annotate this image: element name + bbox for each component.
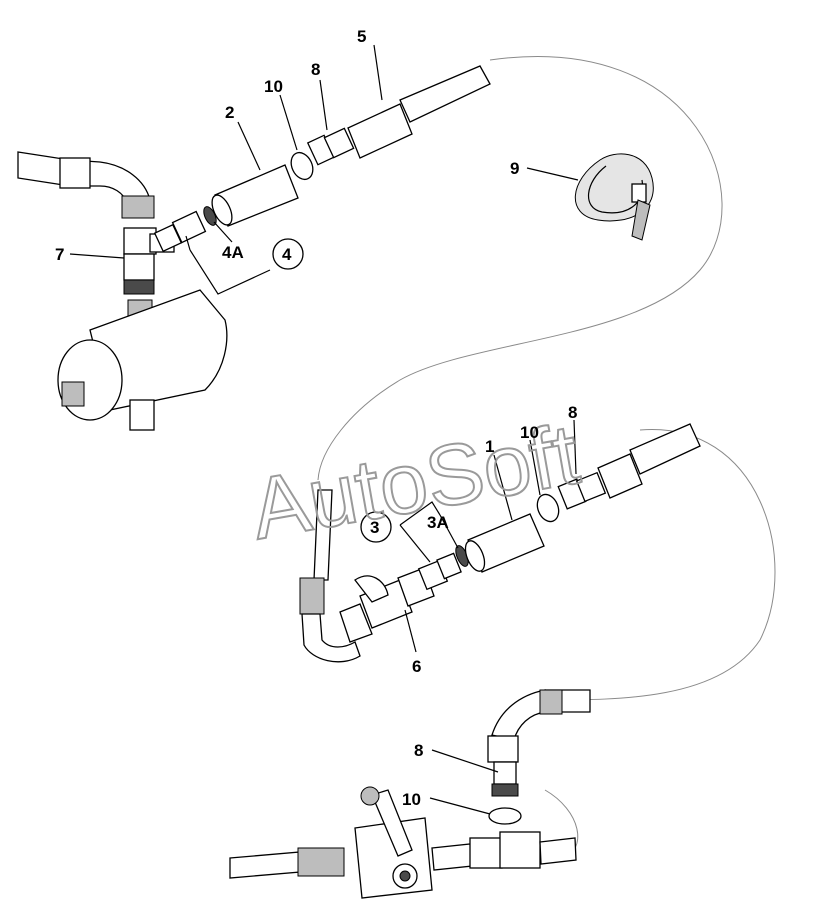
- routing-line-lower: [544, 429, 776, 701]
- callout-8-bottom: 8: [414, 741, 423, 760]
- top-left-hose: [17, 151, 155, 219]
- callout-10-mid: 10: [520, 423, 539, 442]
- callout-6: 6: [412, 657, 421, 676]
- coupler-1: [464, 513, 545, 573]
- washer-10-bottom: [488, 807, 522, 825]
- middle-right-hose: [597, 423, 701, 499]
- middle-hose: [299, 489, 361, 663]
- hose-end-5: [347, 65, 491, 159]
- callout-1: 1: [485, 437, 494, 456]
- washer-10-mid: [536, 493, 560, 523]
- callout-8-mid: 8: [568, 403, 577, 422]
- callout-8-top: 8: [311, 60, 320, 79]
- connector-4: [153, 206, 217, 253]
- coupler-2: [211, 164, 299, 227]
- bottom-elbow-hose: [487, 689, 591, 763]
- callout-5: 5: [357, 27, 366, 46]
- washer-10-top: [290, 151, 314, 181]
- callout-9: 9: [510, 159, 519, 178]
- cable-tie-9: [574, 153, 654, 241]
- adapter-8-top: [306, 127, 355, 166]
- routing-line: [317, 56, 723, 481]
- adapter-8-mid: [557, 471, 607, 510]
- callout-7: 7: [55, 245, 64, 264]
- callout-3: 3: [370, 518, 379, 537]
- callout-circle-3: [360, 511, 392, 543]
- callout-4: 4: [282, 245, 292, 264]
- callout-circle-4: [272, 238, 304, 270]
- callout-10-top: 10: [264, 77, 283, 96]
- callout-3a: 3A: [427, 513, 449, 532]
- bottom-pipe: [229, 831, 577, 879]
- valve-block: [354, 786, 433, 899]
- callout-4a: 4A: [222, 243, 244, 262]
- adapter-8-bottom: [491, 761, 519, 797]
- callout-2: 2: [225, 103, 234, 122]
- swivel-6: [339, 567, 435, 643]
- callout-10-bottom: 10: [402, 790, 421, 809]
- filter-cylinder: [57, 289, 228, 431]
- leader-lines: [69, 44, 579, 815]
- connector-3: [417, 545, 469, 591]
